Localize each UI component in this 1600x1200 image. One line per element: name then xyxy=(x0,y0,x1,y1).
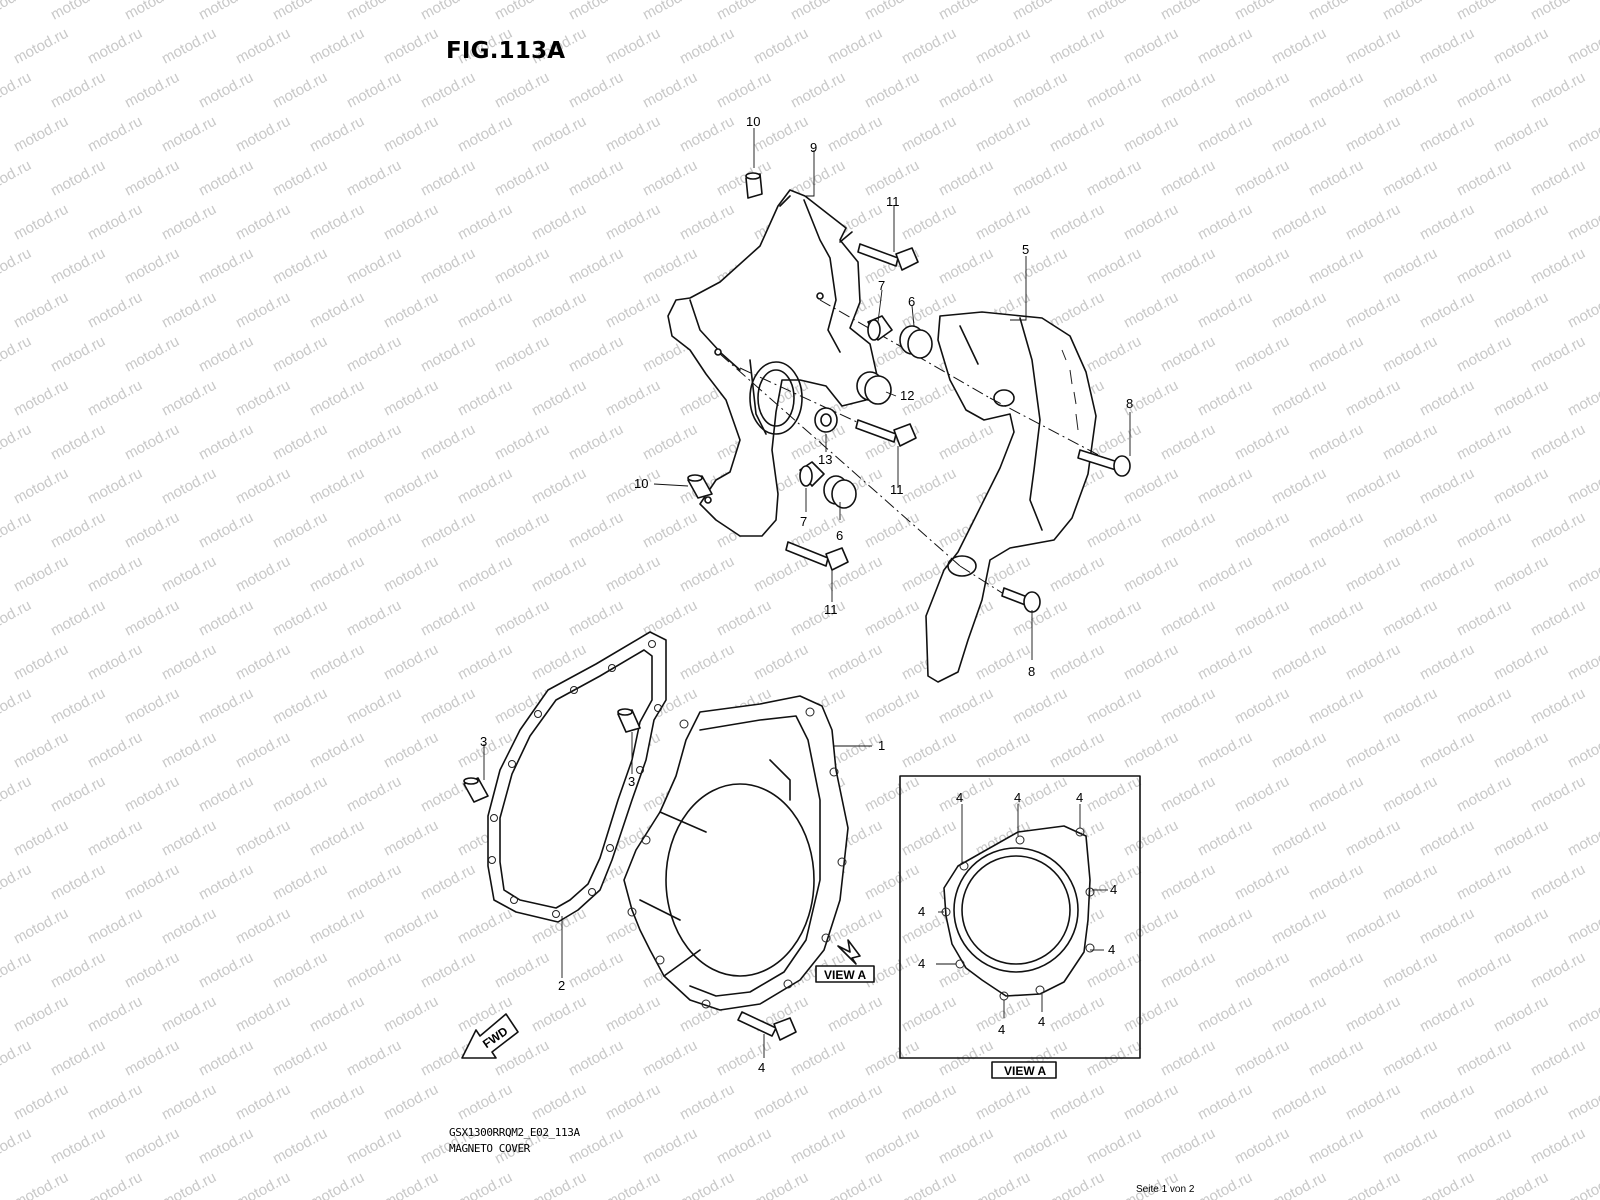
view-callout-8: 4 xyxy=(998,1022,1005,1037)
view-callout-1: 4 xyxy=(956,790,963,805)
dowel-pin-3-lower xyxy=(463,777,489,803)
assembly-center-lines xyxy=(719,299,1109,599)
callout-3b: 3 xyxy=(628,774,635,789)
callout-9: 9 xyxy=(810,140,817,155)
callout-10b: 10 xyxy=(634,476,648,491)
callout-1: 1 xyxy=(878,738,885,753)
view-a-label-2: VIEW A xyxy=(1004,1064,1047,1078)
dowel-pin-3-upper xyxy=(617,708,641,733)
callout-8a: 8 xyxy=(1126,396,1133,411)
bolt-8-right xyxy=(1077,449,1131,477)
callout-leaders xyxy=(483,128,1131,1058)
assembly-name: MAGNETO COVER xyxy=(449,1142,530,1155)
callout-11a: 11 xyxy=(886,194,900,209)
callout-8b: 8 xyxy=(1028,664,1035,679)
callout-7a: 7 xyxy=(878,278,885,293)
callout-numbers: 10 9 11 5 7 6 12 8 13 11 10 7 6 11 8 1 3… xyxy=(480,114,1133,1075)
dowel-pin-upper xyxy=(745,172,763,199)
callout-11b: 11 xyxy=(890,482,904,497)
callout-5: 5 xyxy=(1022,242,1029,257)
view-a-pointer: VIEW A xyxy=(815,939,875,983)
collar-7-bottom xyxy=(799,461,825,487)
heel-guard-part-5 xyxy=(925,311,1097,683)
bracket-part-9 xyxy=(667,189,879,537)
bolt-11-mid xyxy=(855,419,917,447)
dowel-pin-lower xyxy=(687,474,713,499)
view-callout-2: 4 xyxy=(1014,790,1021,805)
callout-4: 4 xyxy=(758,1060,765,1075)
view-callout-4: 4 xyxy=(1110,882,1117,897)
callout-6a: 6 xyxy=(908,294,915,309)
bolt-11-top xyxy=(857,243,919,271)
callout-11c: 11 xyxy=(824,602,838,617)
gasket-part-2 xyxy=(487,631,667,923)
grommet-6-top xyxy=(899,325,933,359)
callout-12: 12 xyxy=(900,388,914,403)
view-a-inset: VIEW A xyxy=(899,775,1141,1079)
view-callout-9: 4 xyxy=(1038,1014,1045,1029)
view-callout-3: 4 xyxy=(1076,790,1083,805)
bolt-4 xyxy=(737,1011,797,1041)
figure-title: FIG.113A xyxy=(446,38,566,64)
nut-13 xyxy=(814,407,838,433)
callout-13: 13 xyxy=(818,452,832,467)
page-indicator: Seite 1 von 2 xyxy=(1136,1184,1195,1195)
callout-3a: 3 xyxy=(480,734,487,749)
view-callout-6: 4 xyxy=(1108,942,1115,957)
bolt-11-bottom xyxy=(785,541,849,571)
collar-7-top xyxy=(867,315,893,341)
grommet-6-bottom xyxy=(823,475,857,509)
callout-7b: 7 xyxy=(800,514,807,529)
grommet-12 xyxy=(856,371,892,405)
bolt-8-bottom xyxy=(1001,587,1041,613)
model-code: GSX1300RRQM2_E02_113A xyxy=(449,1126,580,1139)
callout-2: 2 xyxy=(558,978,565,993)
view-callout-5: 4 xyxy=(918,904,925,919)
view-a-label-1: VIEW A xyxy=(824,968,867,982)
callout-10a: 10 xyxy=(746,114,760,129)
callout-6b: 6 xyxy=(836,528,843,543)
magneto-cover-part-1 xyxy=(623,695,849,1011)
forward-arrow-icon: FWD xyxy=(461,1013,519,1059)
view-callout-7: 4 xyxy=(918,956,925,971)
